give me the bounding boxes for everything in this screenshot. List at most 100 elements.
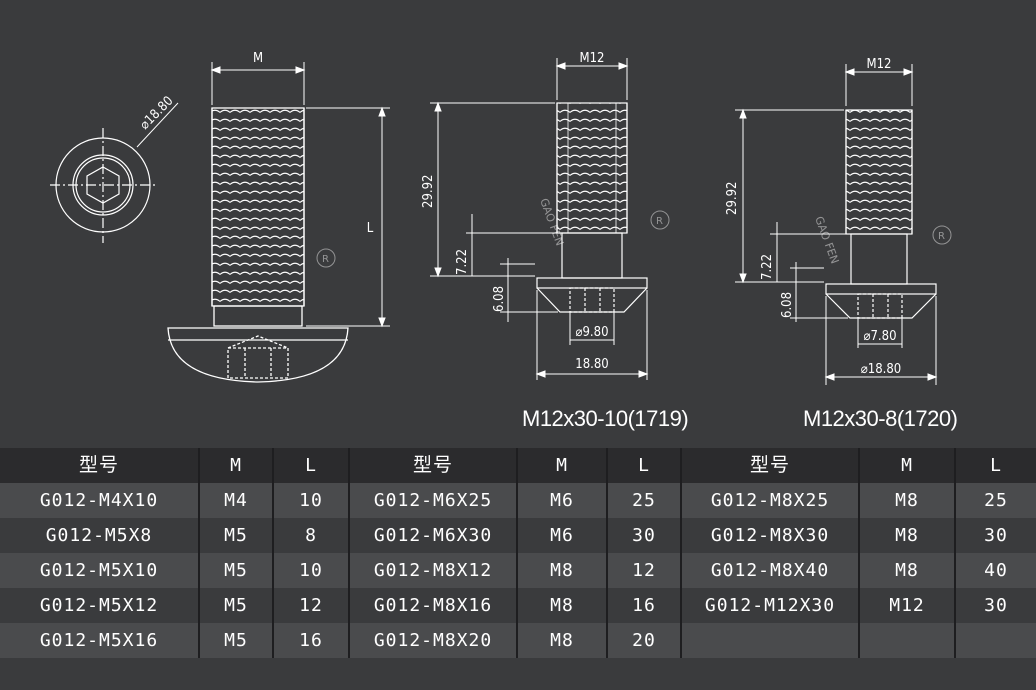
cell-model: G012-M4X10 — [39, 490, 159, 511]
cell-model: G012-M8X30 — [710, 525, 830, 546]
cell-model: G012-M8X40 — [710, 560, 830, 581]
cell-model — [682, 623, 858, 658]
middle-dimensions — [430, 58, 649, 380]
middle-bolt — [536, 102, 648, 313]
registered-mark: R — [938, 231, 945, 242]
cell-m: M8 — [550, 595, 574, 616]
registered-mark: R — [656, 216, 663, 227]
cell-model: G012-M8X12 — [373, 560, 493, 581]
table-header-row: 型号 M L 型号 M L 型号 M L — [0, 448, 1036, 483]
cell-m: M5 — [224, 560, 248, 581]
cell-l: 40 — [984, 560, 1008, 581]
column-divider — [272, 448, 274, 658]
left-bolt — [167, 107, 349, 383]
cell-m: M5 — [224, 595, 248, 616]
column-divider — [348, 448, 350, 658]
column-divider — [516, 448, 518, 658]
cell-l: 12 — [632, 560, 656, 581]
right-length-label: 29.92 — [725, 182, 740, 215]
table-row: G012-M5X16 M5 16 G012-M8X20 M8 20 — [0, 623, 1036, 658]
cell-model: G012-M12X30 — [704, 595, 836, 616]
cell-model: G012-M5X10 — [39, 560, 159, 581]
cell-l: 10 — [299, 490, 323, 511]
header-cell-model: 型号 — [412, 454, 453, 476]
cell-l: 25 — [632, 490, 656, 511]
middle-thread-label: M12 — [580, 51, 605, 66]
column-divider — [858, 448, 860, 658]
column-divider — [680, 448, 682, 658]
dia-label: ⌀18.80 — [137, 94, 176, 133]
cell-m: M4 — [224, 490, 248, 511]
right-socket-label: ⌀7.80 — [863, 329, 896, 344]
cell-l: 25 — [984, 490, 1008, 511]
header-cell-m: M — [230, 455, 242, 476]
right-thread-label: M12 — [867, 57, 892, 72]
table-row: G012-M4X10 M4 10 G012-M6X25 M6 25 G012-M8X25 M8… — [0, 483, 1036, 518]
cell-m: M5 — [224, 525, 248, 546]
end-view-dia-label: ⌀18.80 — [137, 94, 176, 133]
table-row: G012-M5X8 M5 8 G012-M6X30 M6 30 G012-M8X30 M8 30 — [0, 518, 1036, 553]
cell-model: G012-M8X16 — [373, 595, 493, 616]
cell-m: M12 — [889, 595, 925, 616]
middle-head-dia-label: 18.80 — [575, 357, 608, 372]
table-row: G012-M5X10 M5 10 G012-M8X12 M8 12 G012-M8X40 M8… — [0, 553, 1036, 588]
middle-caption: M12x30-10(1719) — [522, 406, 689, 431]
cell-model: G012-M6X30 — [373, 525, 493, 546]
right-dimensions — [735, 64, 938, 385]
cell-model: G012-M8X25 — [710, 490, 830, 511]
cell-l: 20 — [632, 630, 656, 651]
cell-model: G012-M6X25 — [373, 490, 493, 511]
technical-drawing: ⌀18.80 M L — [50, 51, 952, 385]
right-bolt — [825, 109, 937, 319]
cell-l: 30 — [984, 525, 1008, 546]
header-cell-m: M — [901, 455, 913, 476]
cell-m — [860, 623, 954, 658]
middle-shank-label: 7.22 — [455, 249, 470, 275]
right-shank-label: 7.22 — [760, 254, 775, 280]
l-label: L — [367, 221, 374, 236]
right-caption: M12x30-8(1720) — [803, 406, 958, 431]
cell-l: 12 — [299, 595, 323, 616]
cell-l — [956, 623, 1036, 658]
cell-l: 30 — [984, 595, 1008, 616]
table-row: G012-M5X12 M5 12 G012-M8X16 M8 16 G012-M12X30 M… — [0, 588, 1036, 623]
header-cell-l: L — [638, 455, 650, 476]
middle-length-label: 29.92 — [421, 175, 436, 208]
cell-m: M8 — [895, 490, 919, 511]
right-head-height-label: 6.08 — [780, 292, 795, 318]
cell-m: M6 — [550, 525, 574, 546]
cell-l: 16 — [299, 630, 323, 651]
cell-l: 30 — [632, 525, 656, 546]
header-cell-l: L — [990, 455, 1002, 476]
header-cell-m: M — [556, 455, 568, 476]
cell-model: G012-M5X12 — [39, 595, 159, 616]
cell-m: M8 — [895, 525, 919, 546]
column-divider — [954, 448, 956, 658]
cell-model: G012-M8X20 — [373, 630, 493, 651]
header-cell-model: 型号 — [78, 454, 119, 476]
left-watermark: R — [316, 248, 336, 268]
m-label: M — [253, 51, 263, 66]
end-view — [50, 102, 179, 243]
column-divider — [606, 448, 608, 658]
cell-m: M6 — [550, 490, 574, 511]
watermark-text: GAO FEN — [812, 215, 841, 266]
cell-m: M5 — [224, 630, 248, 651]
cell-m: M8 — [550, 630, 574, 651]
header-cell-l: L — [305, 455, 317, 476]
cell-model: G012-M5X16 — [39, 630, 159, 651]
column-divider — [198, 448, 200, 658]
cell-m: M8 — [895, 560, 919, 581]
cell-model: G012-M5X8 — [45, 525, 153, 546]
middle-socket-label: ⌀9.80 — [575, 325, 608, 340]
registered-mark: R — [322, 254, 329, 265]
right-head-dia-label: ⌀18.80 — [861, 362, 902, 377]
cell-l: 16 — [632, 595, 656, 616]
left-dimensions — [210, 62, 390, 328]
cell-l: 10 — [299, 560, 323, 581]
cell-l: 8 — [305, 525, 317, 546]
middle-head-height-label: 6.08 — [492, 286, 507, 312]
header-cell-model: 型号 — [749, 454, 790, 476]
cell-m: M8 — [550, 560, 574, 581]
